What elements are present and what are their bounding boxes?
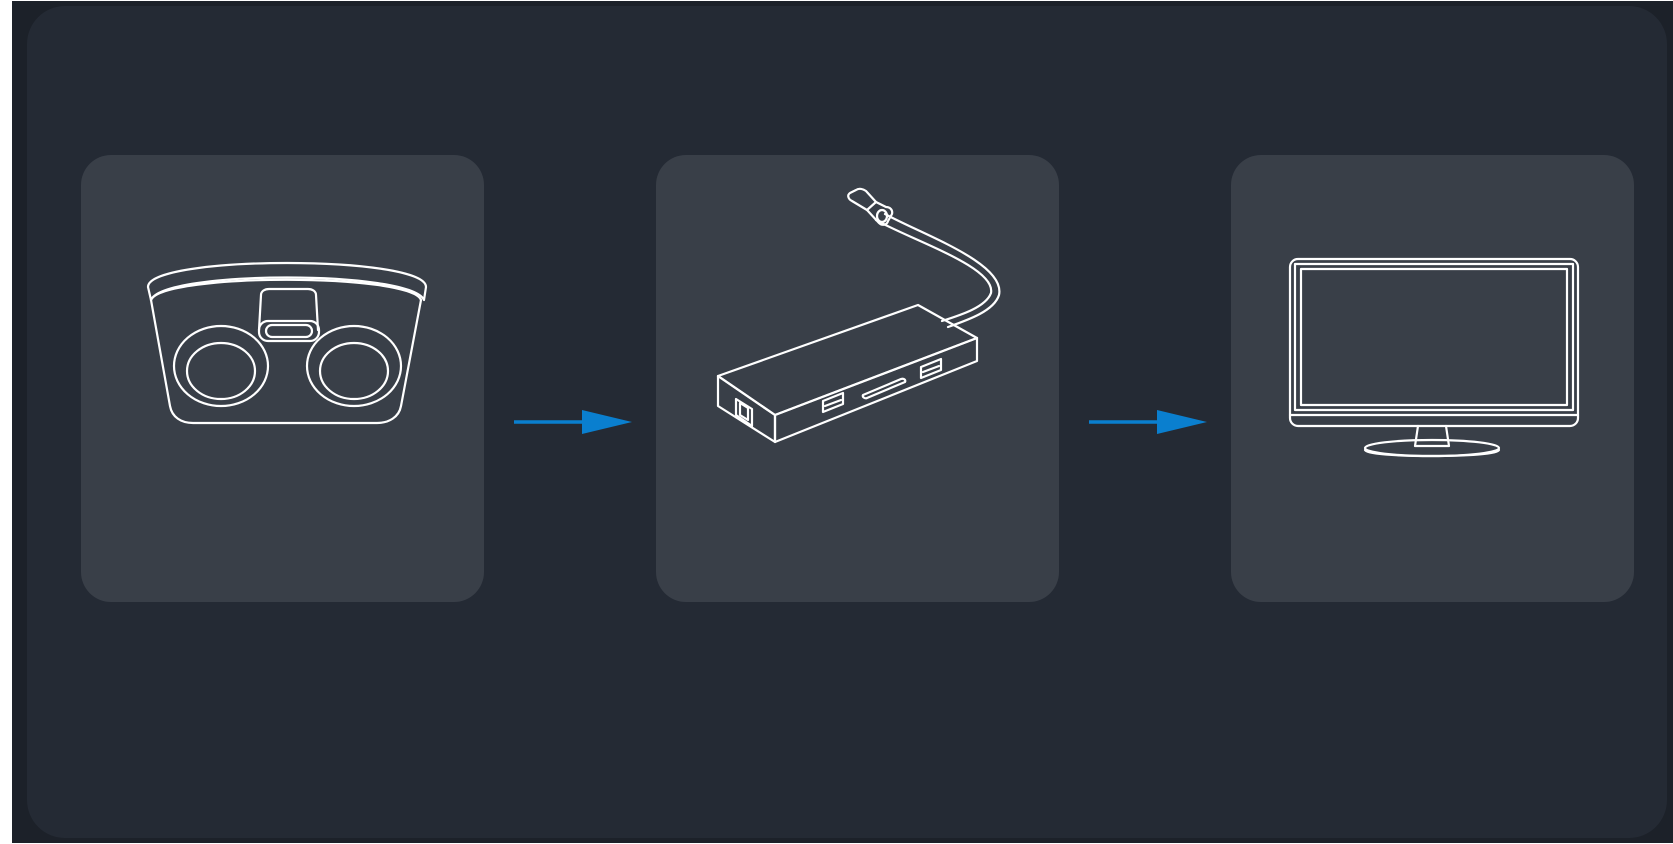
stereo-camera-icon: [146, 261, 428, 425]
monitor-icon: [1288, 257, 1580, 458]
usb-c-hub-icon: [716, 187, 1001, 444]
camera-card: [81, 155, 484, 602]
arrow-right-icon: [514, 405, 632, 439]
arrow-right-icon: [1089, 405, 1207, 439]
monitor-card: [1231, 155, 1634, 602]
usb-hub-card: [656, 155, 1059, 602]
